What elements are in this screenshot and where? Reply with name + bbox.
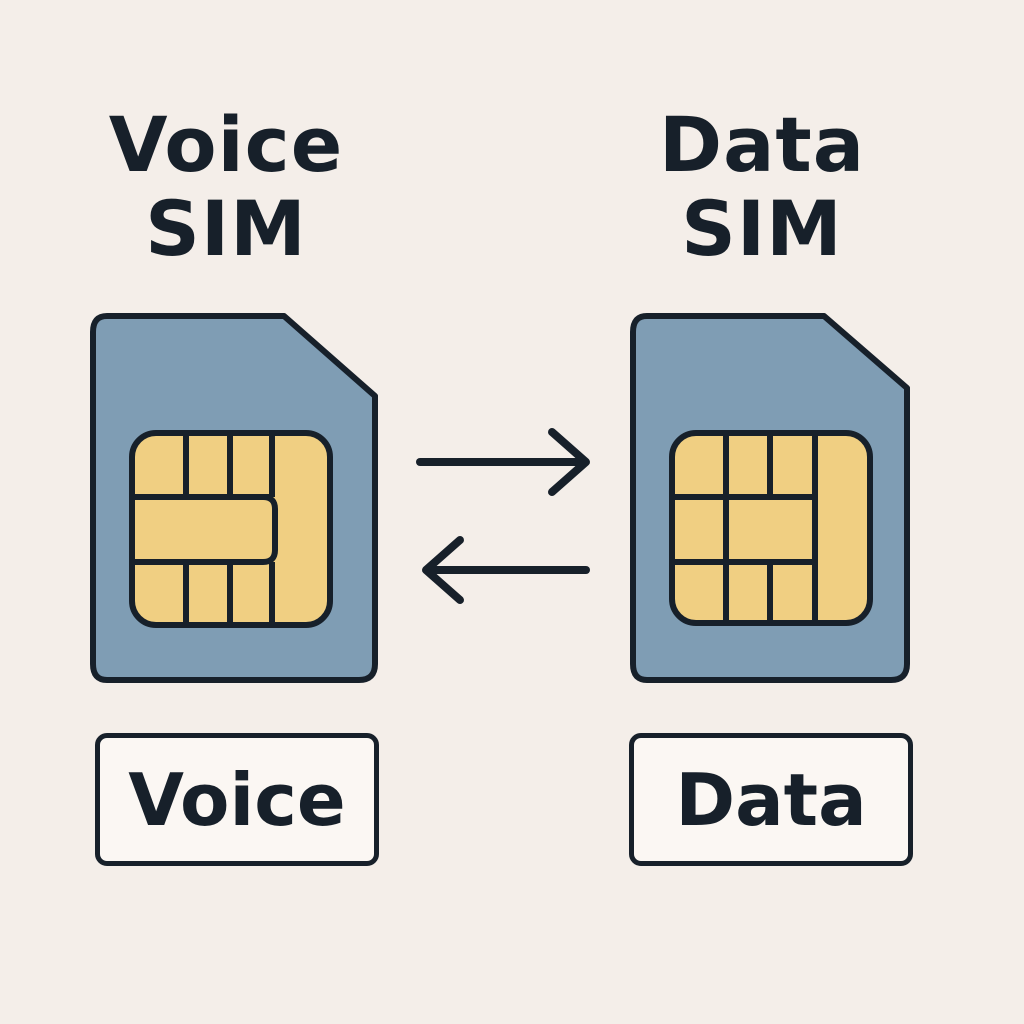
voice-sim-title-line2: SIM [145, 184, 307, 273]
voice-label-box: Voice [95, 733, 379, 866]
data-sim-title-line1: Data [659, 100, 865, 189]
data-label: Data [675, 757, 867, 842]
voice-sim-card-icon [90, 313, 378, 683]
voice-sim-title: Voice SIM [46, 103, 406, 271]
swap-arrows-icon [416, 428, 590, 604]
data-label-box: Data [629, 733, 913, 866]
voice-sim-chip [129, 430, 333, 628]
data-sim-card-icon [630, 313, 910, 683]
data-sim-title: Data SIM [582, 103, 942, 271]
data-sim-chip [669, 430, 873, 626]
data-sim-title-line2: SIM [681, 184, 843, 273]
voice-sim-title-line1: Voice [108, 100, 344, 189]
voice-label: Voice [128, 757, 346, 842]
